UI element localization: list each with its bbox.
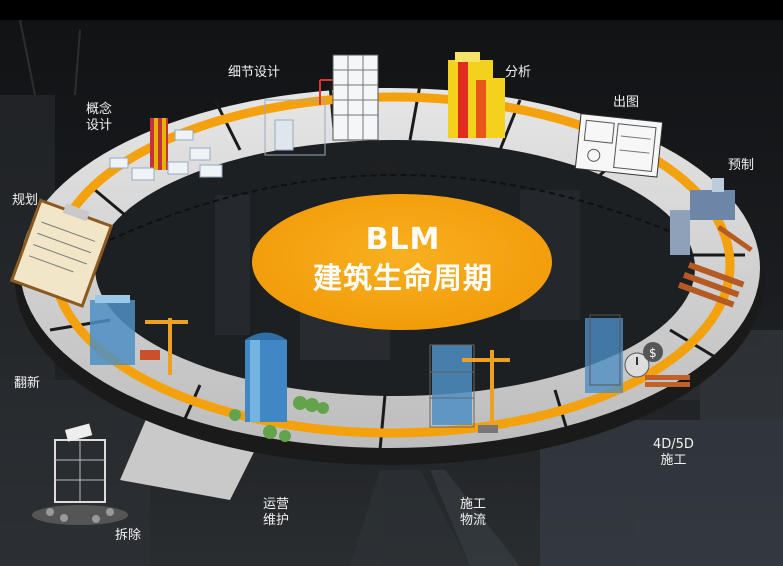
drawings-illustration (574, 113, 664, 178)
stage-label-yunying: 运营 维护 (263, 497, 290, 528)
track-note: 可视化 (369, 163, 397, 173)
stage-label-fanxin: 翻新 (14, 376, 41, 391)
construction-logistics-illustration (429, 344, 510, 433)
concept-design-illustration (109, 118, 223, 181)
top-band (0, 0, 783, 20)
title-blm: BLM (365, 222, 441, 257)
stage-label-fenxi: 分析 (505, 65, 532, 80)
center-ellipse (252, 194, 552, 330)
stage-label-wuliu: 施工 物流 (460, 497, 487, 528)
prefab-illustration (670, 178, 753, 308)
analysis-illustration (448, 52, 505, 138)
detail-design-illustration (264, 54, 379, 156)
stage-label-guihua: 规划 (12, 193, 39, 208)
center-title: BLM 建筑生命周期 (268, 222, 538, 298)
stage-label-xijie: 细节设计 (228, 65, 281, 80)
plan-clipboard-illustration (9, 198, 114, 308)
stage-label-chutu: 出图 (613, 95, 640, 110)
svg-text:$: $ (649, 346, 657, 360)
title-lifecycle: 建筑生命周期 (312, 261, 493, 295)
stage-label-yuzhi: 预制 (728, 158, 755, 173)
renovation-illustration (90, 295, 188, 375)
demolition-illustration (32, 423, 128, 525)
construction-4d5d-illustration: $ (585, 314, 690, 393)
track-edge (109, 174, 691, 241)
stage-label-gainian: 概念 设计 (86, 102, 113, 133)
stage-label-shigong4d: 4D/5D 施工 (653, 437, 694, 468)
stage-label-chaichu: 拆除 (115, 528, 142, 543)
operation-maintenance-illustration (229, 332, 329, 442)
